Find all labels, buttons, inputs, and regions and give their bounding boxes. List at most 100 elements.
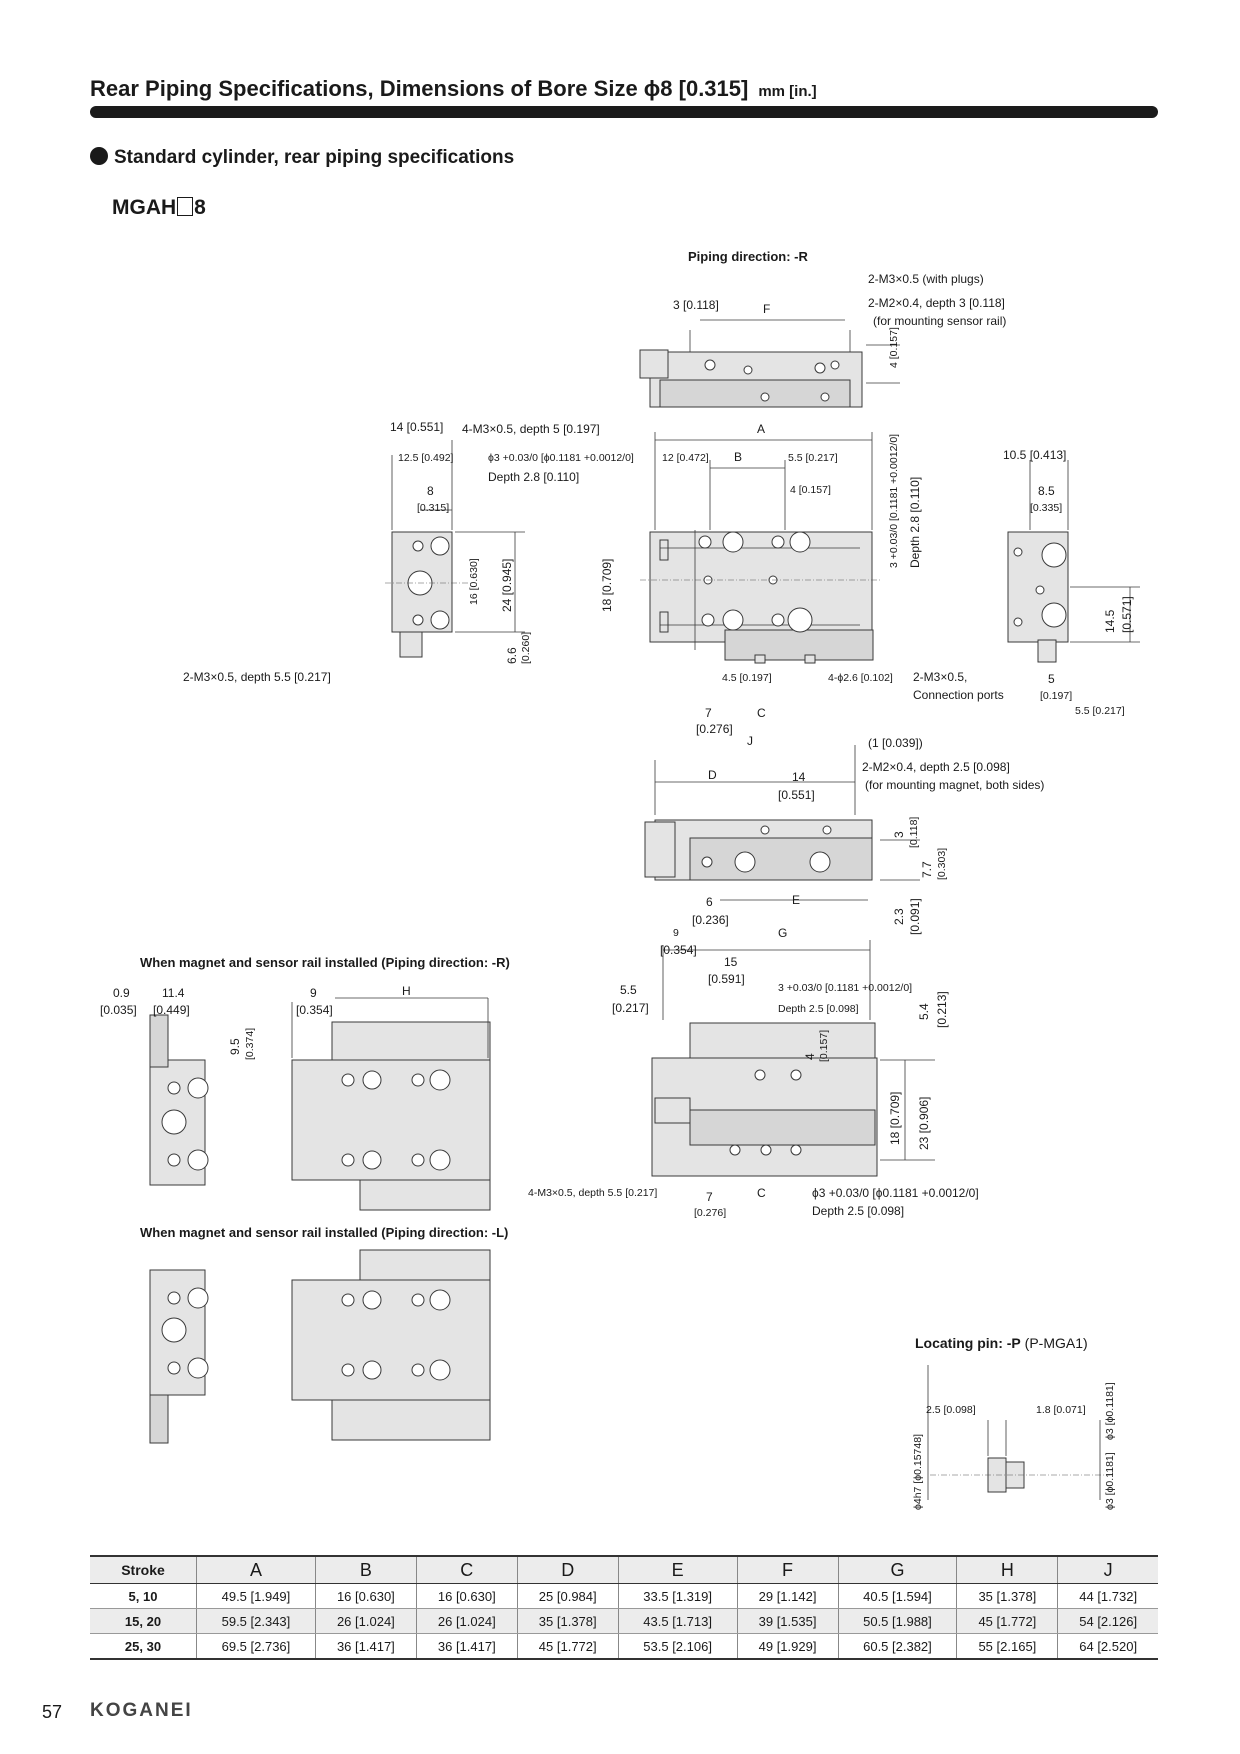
dim-4-in: [0.157]: [888, 327, 900, 360]
table-cell: 60.5 [2.382]: [837, 1633, 957, 1660]
header-g: G: [837, 1555, 957, 1584]
locating-pin-title: Locating pin: -P: [915, 1335, 1021, 1351]
dim-phi3-c: ϕ3 +0.03/0 [ϕ0.1181 +0.0012/0]: [812, 1186, 979, 1200]
dim-8-in: [0.315]: [417, 502, 450, 514]
dim-15-in: [0.591]: [708, 972, 745, 986]
pin-dim-1-8: 1.8 [0.071]: [1036, 1404, 1086, 1416]
table-cell: 36 [1.417]: [415, 1633, 518, 1660]
dim-18: 18 [0.709]: [600, 558, 614, 612]
magnet-l-views: [149, 1249, 491, 1444]
dim-5-4-in: [0.213]: [935, 991, 949, 1028]
dim-14-5: 14.5: [1103, 609, 1117, 633]
dim-depth-2-8: Depth 2.8 [0.110]: [488, 470, 580, 484]
title-underline: [90, 106, 1158, 118]
lower-magnet-view: [651, 940, 935, 1177]
left-side-view: [385, 440, 525, 658]
dim-4-c: 4: [803, 1053, 817, 1060]
dim-4-b: 4 [0.157]: [790, 484, 831, 496]
locating-pin-part: (P-MGA1): [1024, 1335, 1088, 1351]
dim-7-b-in: [0.276]: [694, 1207, 727, 1219]
dim-3-v: 3: [892, 831, 906, 838]
caption-magnet-l: When magnet and sensor rail installed (P…: [140, 1225, 509, 1240]
dim-4: 4: [888, 362, 900, 368]
dim-phi-2-6: 4-ϕ2.6 [0.102]: [828, 672, 893, 684]
table-cell: 33.5 [1.319]: [617, 1583, 738, 1609]
top-view-piping-r: [639, 319, 900, 408]
table-cell: 35 [1.378]: [516, 1608, 619, 1634]
table-cell: 25, 30: [90, 1633, 197, 1660]
header-h: H: [956, 1555, 1058, 1584]
locating-pin-drawing: [927, 1365, 1110, 1500]
table-cell: 64 [2.520]: [1057, 1633, 1158, 1660]
dim-5-5-b: 5.5 [0.217]: [1075, 705, 1125, 717]
table-cell: 40.5 [1.594]: [837, 1583, 957, 1609]
dim-f: F: [763, 302, 771, 316]
dim-7-in: [0.276]: [696, 722, 733, 736]
dim-9: 9: [673, 927, 679, 939]
brand-logo: KOGANEI: [90, 1700, 193, 1721]
dim-6-6-wrap: 6.6: [505, 647, 519, 664]
dim-v-phi3: 3 +0.03/0 [0.1181 +0.0012/0]: [888, 433, 900, 568]
table-cell: 35 [1.378]: [956, 1583, 1058, 1609]
dim-c: C: [757, 706, 766, 720]
dim-14-c: 14: [792, 770, 806, 784]
model-prefix: MGAH: [112, 196, 177, 219]
dim-7-b: 7: [706, 1190, 713, 1204]
caption-locating-pin: Locating pin: -P (P-MGA1): [915, 1335, 1088, 1351]
dim-23: 23 [0.906]: [917, 1096, 931, 1150]
dim-0-9-in: [0.035]: [100, 1003, 137, 1017]
table-cell: 49.5 [1.949]: [196, 1583, 316, 1609]
dim-10-5: 10.5 [0.413]: [1003, 448, 1067, 462]
dim-plugs: 2-M3×0.5 (with plugs): [868, 272, 984, 286]
dim-9-5: 9.5: [228, 1038, 242, 1055]
dim-0-9: 0.9: [113, 986, 130, 1000]
table-cell: 55 [2.165]: [956, 1633, 1058, 1660]
dim-m3-55: 2-M3×0.5, depth 5.5 [0.217]: [183, 670, 331, 684]
dim-conn2: Connection ports: [913, 688, 1004, 702]
table-row: 5, 10 49.5 [1.949] 16 [0.630] 16 [0.630]…: [90, 1583, 1158, 1609]
dim-6-6: 6.6: [505, 647, 519, 664]
table-header-row: Stroke A B C D E F G H J: [90, 1555, 1158, 1584]
dim-e: E: [792, 893, 801, 907]
table-cell: 45 [1.772]: [956, 1608, 1058, 1634]
model-suffix: 8: [194, 196, 206, 219]
header-c: C: [415, 1555, 518, 1584]
dim-a: A: [757, 422, 766, 436]
pin-dim-2-5: 2.5 [0.098]: [926, 1404, 976, 1416]
dim-12: 12 [0.472]: [662, 452, 709, 464]
table-row: 15, 20 59.5 [2.343] 26 [1.024] 26 [1.024…: [90, 1608, 1158, 1634]
dimension-table: Stroke A B C D E F G H J 5, 10 49.5 [1.9…: [90, 1555, 1158, 1660]
table-cell: 16 [0.630]: [314, 1583, 417, 1609]
dim-16: 16 [0.630]: [468, 558, 480, 605]
section-heading-text: Standard cylinder, rear piping specifica…: [114, 147, 515, 168]
dim-d: D: [708, 768, 717, 782]
table-cell: 59.5 [2.343]: [196, 1608, 316, 1634]
table-cell: 16 [0.630]: [415, 1583, 518, 1609]
dim-9-in: [0.354]: [660, 943, 697, 957]
section-heading: Standard cylinder, rear piping specifica…: [90, 147, 514, 169]
right-side-view: [1007, 460, 1140, 663]
unit-label: mm [in.]: [758, 83, 817, 100]
mid-view: [644, 745, 920, 901]
dim-5-5-c: 5.5: [620, 983, 637, 997]
dim-m2-sensor: 2-M2×0.4, depth 3 [0.118]: [868, 296, 1005, 310]
title-text: Rear Piping Specifications, Dimensions o…: [90, 76, 749, 101]
dim-h: H: [402, 984, 411, 998]
caption-magnet-r: When magnet and sensor rail installed (P…: [140, 955, 510, 970]
table-cell: 43.5 [1.713]: [617, 1608, 738, 1634]
table-cell: 29 [1.142]: [736, 1583, 838, 1609]
table-cell: 25 [0.984]: [516, 1583, 619, 1609]
table-cell: 39 [1.535]: [736, 1608, 838, 1634]
dim-phi3: ϕ3 +0.03/0 [ϕ0.1181 +0.0012/0]: [488, 452, 634, 464]
table-cell: 54 [2.126]: [1057, 1608, 1158, 1634]
dim-phi3-b: 3 +0.03/0 [0.1181 +0.0012/0]: [778, 982, 913, 994]
table-cell: 26 [1.024]: [314, 1608, 417, 1634]
dim-m2-magnet: 2-M2×0.4, depth 2.5 [0.098]: [862, 760, 1010, 774]
dim-m2-sensor-note: (for mounting sensor rail): [873, 314, 1007, 328]
dim-4-top: 4 [0.157]: [888, 327, 900, 368]
front-view: [640, 432, 882, 664]
dim-11-4: 11.4: [162, 986, 185, 1000]
dim-2-3-in: [0.091]: [908, 898, 922, 935]
header-a: A: [196, 1555, 316, 1584]
